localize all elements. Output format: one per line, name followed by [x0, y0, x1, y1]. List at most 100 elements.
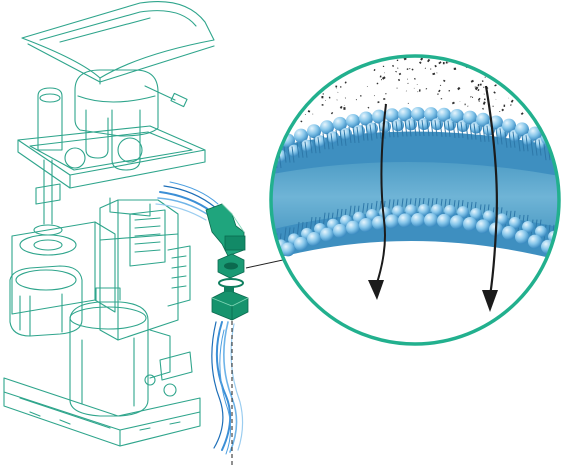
lipid-head	[392, 205, 404, 218]
lipid-head	[496, 213, 508, 226]
particle	[321, 95, 324, 99]
pump-tank	[69, 287, 171, 417]
particle	[313, 59, 317, 62]
lipid-tail	[495, 128, 499, 145]
particle	[526, 68, 530, 72]
lipid-tail	[452, 121, 456, 139]
particle	[383, 98, 386, 100]
lipid-tail	[512, 131, 516, 148]
particle	[483, 86, 485, 88]
lipid-tail	[365, 124, 369, 141]
particle	[417, 91, 419, 93]
particle	[500, 69, 504, 73]
particle	[366, 86, 368, 88]
frame-tray	[17, 125, 206, 217]
lipid-head	[522, 220, 534, 233]
particle	[516, 88, 518, 91]
particle	[309, 80, 312, 83]
lipid-head	[457, 206, 469, 219]
lipid-head	[515, 229, 529, 244]
particle	[377, 101, 380, 104]
particle	[336, 87, 338, 89]
lipid-tail	[266, 158, 268, 174]
lipid-tail	[504, 131, 508, 148]
lipid-tail	[404, 120, 408, 137]
lipid-head	[476, 219, 490, 234]
particle	[325, 100, 327, 101]
lipid-tail	[395, 121, 399, 138]
particle	[482, 101, 486, 105]
particle	[409, 68, 411, 70]
particle	[396, 59, 399, 62]
lipid-head	[398, 107, 412, 122]
particle	[513, 76, 515, 78]
particle	[398, 78, 401, 82]
lipid-head	[346, 113, 360, 128]
lipid-head	[359, 111, 373, 126]
lipid-tail	[521, 135, 525, 152]
particle	[323, 56, 326, 59]
particle	[521, 83, 524, 86]
particle	[343, 104, 345, 106]
particle	[477, 88, 480, 92]
lipid-tail	[439, 120, 443, 137]
lipid-tail	[556, 230, 559, 247]
lipid-tail	[543, 144, 547, 161]
lipid-tail	[508, 131, 512, 148]
particle	[529, 82, 531, 85]
particle	[380, 79, 383, 81]
particle	[310, 77, 314, 81]
particle	[528, 92, 531, 95]
particle	[525, 76, 528, 79]
particle	[414, 77, 416, 80]
particle	[418, 89, 421, 92]
lipid-tail	[565, 149, 567, 165]
particle	[518, 89, 520, 91]
particle	[359, 95, 362, 97]
particle	[305, 74, 307, 77]
particle	[330, 111, 334, 115]
particle	[326, 74, 328, 77]
lipid-tail	[534, 139, 538, 156]
base-plate	[3, 351, 201, 447]
particle	[464, 103, 466, 106]
lipid-head	[320, 120, 334, 135]
lipid-head	[294, 128, 308, 143]
lipid-tail	[266, 240, 268, 256]
particle	[424, 67, 426, 69]
particle	[481, 80, 484, 83]
particle	[335, 63, 337, 66]
lipid-head	[320, 227, 334, 242]
lipid-tail	[343, 129, 347, 146]
lipid-head	[444, 118, 456, 131]
lipid-head	[327, 131, 339, 144]
particle	[445, 61, 448, 64]
lipid-head	[483, 210, 495, 223]
lipid-head	[307, 232, 321, 247]
lipid-tail	[378, 122, 382, 139]
particle	[501, 108, 505, 112]
particle	[336, 99, 338, 101]
particle	[531, 71, 533, 73]
particle	[474, 86, 479, 91]
lipid-head	[333, 116, 347, 131]
particle	[420, 57, 424, 61]
lipid-head	[255, 255, 269, 269]
flow-arrow-left	[375, 103, 387, 287]
lipid-head	[385, 108, 399, 123]
lipid-tail	[478, 125, 482, 142]
lipid-tail	[322, 133, 326, 150]
lipid-head	[359, 218, 373, 233]
particle	[418, 61, 422, 64]
lipid-head	[561, 237, 568, 249]
particle	[384, 72, 385, 74]
particle	[448, 61, 450, 63]
lipid-tail	[369, 124, 373, 141]
particle	[476, 56, 479, 57]
particle	[482, 107, 484, 110]
lipid-tail	[400, 120, 404, 137]
particle	[511, 57, 513, 59]
particle	[439, 84, 442, 86]
particle	[376, 82, 379, 85]
particle	[407, 78, 409, 80]
